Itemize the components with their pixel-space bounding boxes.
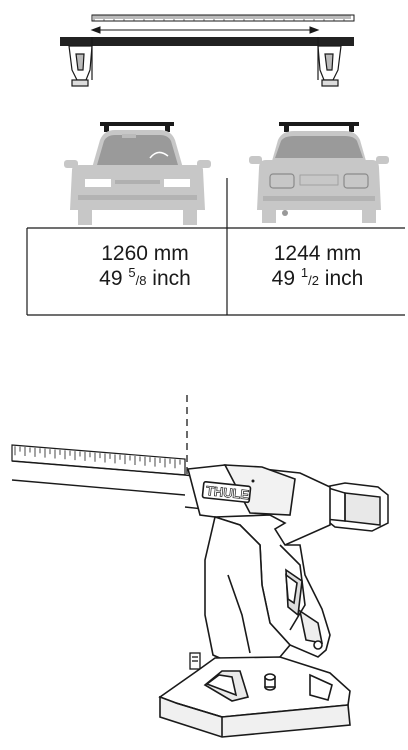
ruler-top [91, 14, 355, 22]
front-inch-unit: inch [152, 267, 191, 290]
foot-left [68, 37, 93, 87]
rear-inch-denominator: /2 [308, 273, 319, 288]
rear-inch-whole: 49 [271, 267, 296, 290]
bar-end-cap [324, 482, 389, 532]
car-front-view [64, 122, 211, 225]
brand-logo: THULE [205, 483, 250, 502]
foot-leg [204, 514, 331, 668]
front-inch-denominator: /8 [135, 273, 147, 288]
car-rear-view [249, 122, 389, 223]
front-measurement: 1260 mm 49 5/8 inch [60, 241, 230, 291]
rear-inch-unit: inch [324, 267, 364, 290]
width-arrow [90, 26, 320, 34]
ruler-detail [11, 444, 186, 476]
foot-detail-illustration: THULE [11, 395, 389, 738]
roof-bar [60, 37, 354, 46]
rear-measurement: 1244 mm 49 1/2 inch [230, 241, 405, 291]
foot-right [317, 37, 342, 87]
measurement-diagram [26, 14, 405, 316]
front-inch: 49 5/8 inch [60, 266, 230, 291]
front-inch-numerator: 5 [128, 265, 136, 280]
rear-inch-numerator: 1 [300, 265, 309, 280]
front-mm: 1260 mm [101, 242, 189, 265]
foot-pad [158, 656, 351, 738]
rear-inch: 49 1/2 inch [230, 266, 405, 291]
rear-mm: 1244 mm [273, 242, 362, 265]
foot-clip [189, 652, 201, 670]
front-inch-whole: 49 [99, 267, 123, 290]
measurement-table-lines [26, 178, 405, 316]
